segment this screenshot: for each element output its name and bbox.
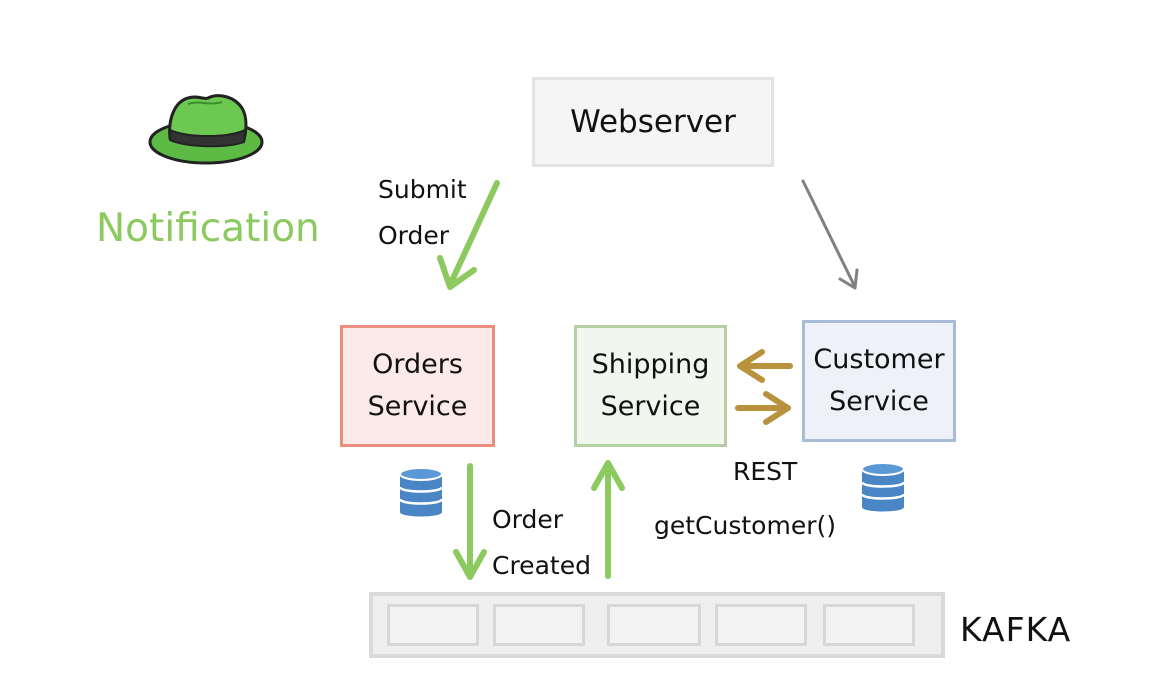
- order-created-line1: Order: [492, 505, 564, 534]
- orders-database-icon: [398, 467, 444, 517]
- orders-service-label-line1: Orders: [372, 349, 463, 381]
- kafka-label: KAFKA: [960, 610, 1072, 649]
- order-created-arrow: [453, 463, 487, 580]
- webserver-box: Webserver: [532, 77, 774, 167]
- kafka-segment: [493, 604, 585, 646]
- orders-service-label-line2: Service: [367, 391, 468, 422]
- submit-order-label: Submit Order: [378, 167, 467, 260]
- order-created-line2: Created: [492, 551, 591, 581]
- green-hat-icon: [148, 94, 264, 165]
- webserver-label: Webserver: [570, 103, 736, 140]
- customer-service-label-line2: Service: [829, 386, 929, 417]
- shipping-service-label-line2: Service: [600, 391, 701, 422]
- rest-label: REST: [733, 457, 798, 486]
- rest-response-arrow: [737, 349, 793, 383]
- rest-request-arrow: [735, 391, 791, 425]
- shipping-service-label-line1: Shipping: [591, 349, 710, 381]
- submit-order-line1: Submit: [378, 175, 467, 204]
- submit-order-arrow: [437, 180, 500, 290]
- notification-label: Notification: [96, 206, 320, 251]
- order-created-label: Order Created: [492, 497, 591, 590]
- get-customer-label: getCustomer(): [654, 511, 836, 540]
- submit-order-line2: Order: [378, 221, 450, 251]
- kafka-topic-bar: [369, 592, 945, 658]
- webserver-to-customer-arrow: [801, 179, 859, 290]
- customer-service-box: Customer Service: [802, 320, 956, 442]
- customer-service-label-line1: Customer: [813, 344, 945, 376]
- kafka-segment: [387, 604, 479, 646]
- kafka-to-shipping-arrow: [591, 460, 625, 579]
- orders-service-box: Orders Service: [340, 325, 495, 447]
- shipping-service-box: Shipping Service: [574, 325, 727, 447]
- kafka-segment: [715, 604, 807, 646]
- kafka-segment: [607, 604, 701, 646]
- customer-database-icon: [860, 462, 906, 512]
- kafka-segment: [823, 604, 915, 646]
